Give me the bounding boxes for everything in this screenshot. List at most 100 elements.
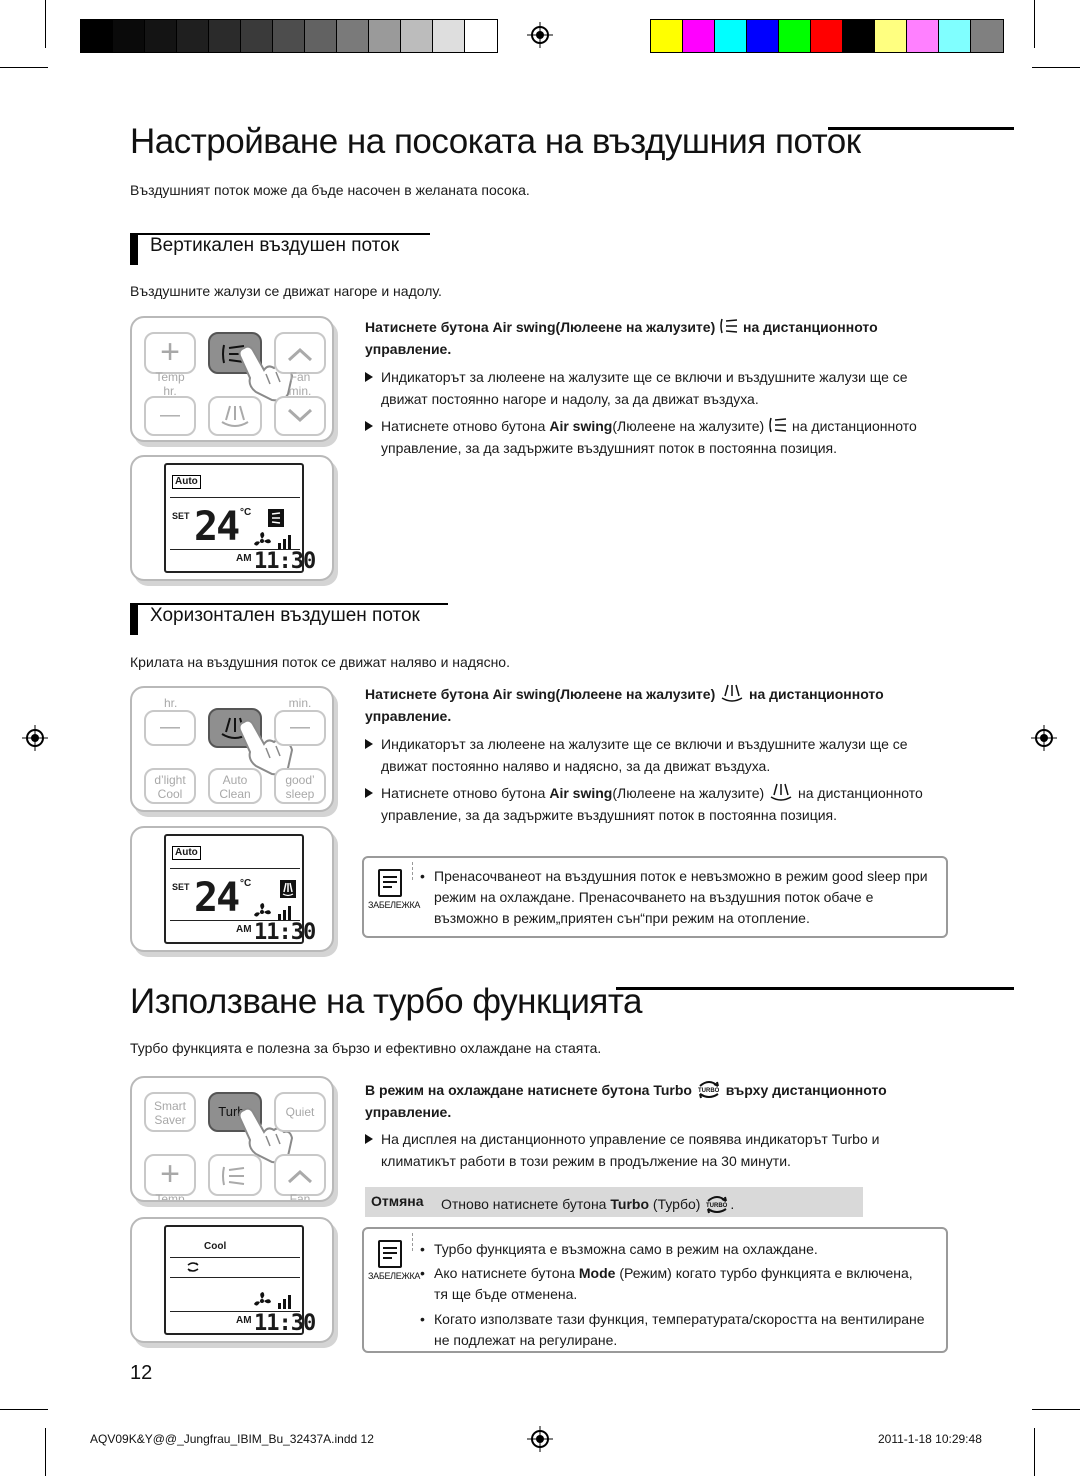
color-swatch — [209, 20, 241, 52]
color-swatch — [177, 20, 209, 52]
bullet-item: Натиснете отново бутона Air swing(Люлеен… — [365, 782, 925, 826]
bullet-triangle-icon — [365, 1134, 373, 1144]
title-rule — [828, 127, 1014, 130]
temperature-display: 24 — [194, 875, 240, 921]
note-item: •Турбо функцията е възможна само в режим… — [420, 1241, 818, 1257]
fan-up-button — [274, 1154, 326, 1196]
note-item: •Ако натиснете бутона Mode (Режим) когат… — [420, 1265, 913, 1302]
crop-mark — [45, 1428, 46, 1476]
color-swatch — [907, 20, 939, 52]
remote-display-panel: Cool AM 11:30 — [130, 1217, 334, 1343]
minus-icon: — — [160, 716, 180, 738]
min-label: min. — [288, 696, 312, 710]
horizontal-swing-icon — [770, 783, 792, 801]
color-swatch — [651, 20, 683, 52]
cancel-bar: Отмяна Отново натиснете бутона Turbo (Ту… — [365, 1187, 863, 1217]
heading-bar — [130, 233, 138, 265]
bullet-item: Индикаторът за люлеене на жалузите ще се… — [365, 366, 925, 410]
vertical-swing-icon — [720, 318, 738, 334]
fan-up-button — [274, 332, 326, 374]
chevron-up-icon — [287, 1169, 313, 1184]
lcd-divider — [170, 868, 300, 869]
chevron-down-icon — [287, 408, 313, 423]
note-item: •Пренасочванеот на въздушния поток е нев… — [420, 868, 928, 926]
svg-text:TURBO: TURBO — [698, 1088, 720, 1094]
mode-indicator: Cool — [204, 1241, 227, 1252]
color-swatch — [401, 20, 433, 52]
section-intro: Турбо функцията е полезна за бързо и ефе… — [130, 1040, 602, 1056]
time-display: 11:30 — [254, 920, 316, 945]
mode-indicator: Auto — [172, 846, 201, 860]
section-intro: Въздушният поток може да бъде насочен в … — [130, 182, 530, 198]
bullet-item: На дисплея на дистанционното управление … — [365, 1128, 925, 1172]
bullet-triangle-icon — [365, 788, 373, 798]
time-display: 11:30 — [254, 1311, 316, 1336]
heading-rule — [138, 603, 448, 605]
title-rule — [616, 987, 1014, 990]
crop-mark — [0, 67, 48, 68]
color-swatch — [369, 20, 401, 52]
fan-speed-icon — [254, 532, 291, 549]
lcd-divider — [170, 549, 300, 550]
plus-button: + — [144, 1154, 196, 1196]
subsection-intro: Крилата на въздушния поток се движат нал… — [130, 654, 510, 670]
bullet-item: Индикаторът за люлеене на жалузите ще се… — [365, 733, 925, 777]
color-swatch — [241, 20, 273, 52]
color-swatch — [747, 20, 779, 52]
registration-mark-icon — [1031, 725, 1057, 751]
color-swatch — [113, 20, 145, 52]
min-minus-button: — — [274, 710, 326, 746]
air-swing-vertical-button — [208, 1154, 262, 1196]
minus-button: — — [144, 396, 196, 436]
good-sleep-button: good’sleep — [274, 768, 326, 804]
vertical-swing-icon — [222, 1166, 245, 1186]
lcd-display: Cool AM 11:30 — [164, 1225, 316, 1335]
grayscale-swatches — [80, 19, 498, 53]
crop-mark — [1032, 67, 1080, 68]
hand-pointer-icon — [238, 1107, 294, 1164]
lcd-divider — [170, 1257, 300, 1258]
crop-mark — [1034, 1428, 1035, 1476]
subsection-heading: Хоризонтален въздушен поток — [130, 603, 448, 637]
celsius-unit: °C — [240, 878, 252, 889]
footer-filename: AQV09K&Y@@_Jungfrau_IBIM_Bu_32437A.indd … — [90, 1432, 374, 1446]
temperature-display: 24 — [194, 504, 240, 550]
crop-mark — [0, 1409, 48, 1410]
color-swatch — [939, 20, 971, 52]
crop-mark — [1032, 1409, 1080, 1410]
color-swatch — [843, 20, 875, 52]
bullet-item: Натиснете отново бутона Air swing(Люлеен… — [365, 415, 925, 459]
crop-mark — [1034, 0, 1035, 48]
set-label: SET — [172, 511, 190, 521]
hr-minus-button: — — [144, 710, 196, 746]
color-swatch — [715, 20, 747, 52]
chevron-up-icon — [287, 347, 313, 362]
mode-indicator: Auto — [172, 475, 201, 489]
vertical-swing-indicator-icon — [268, 509, 284, 527]
color-swatch — [305, 20, 337, 52]
turbo-icon: TURBO — [706, 1196, 728, 1214]
temp-label: Temp — [155, 1192, 185, 1202]
registration-mark-icon — [527, 22, 553, 48]
subsection-heading: Вертикален въздушен поток — [130, 233, 430, 267]
subsection-title: Вертикален въздушен поток — [150, 235, 400, 256]
color-swatch — [433, 20, 465, 52]
plus-icon: + — [160, 333, 180, 371]
note-label: ЗАБЕЛЕЖКА — [368, 900, 421, 910]
remote-display-panel: Auto SET 24 °C AM 11:30 — [130, 826, 334, 952]
color-swatch — [779, 20, 811, 52]
lcd-divider — [170, 1311, 300, 1312]
am-label: AM — [236, 1315, 252, 1326]
lcd-display: Auto SET 24 °C AM 11:30 — [164, 463, 316, 573]
instruction: В режим на охлаждане натиснете бутона Tu… — [365, 1078, 925, 1123]
air-swing-horizontal-button-pressed — [208, 708, 262, 748]
note-label: ЗАБЕЛЕЖКА — [368, 1271, 421, 1281]
